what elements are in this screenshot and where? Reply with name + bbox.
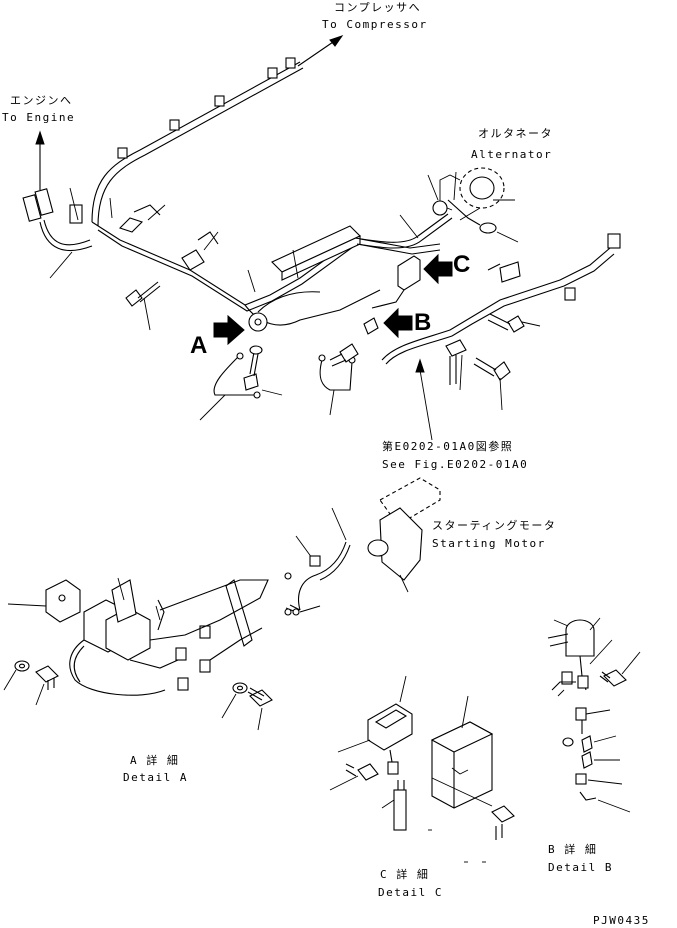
see-fig-label-en: See Fig.E0202-01A0 [382, 458, 528, 471]
engine-label-en: To Engine [2, 111, 75, 124]
callout-a-arrow [213, 314, 245, 346]
figure-code: PJW0435 [593, 914, 650, 927]
detail-b [547, 617, 641, 813]
alternator-label-en: Alternator [471, 148, 552, 161]
detail-b-label-jp: B 詳 細 [548, 842, 597, 856]
detail-a-label-jp: A 詳 細 [130, 753, 179, 767]
detail-c [329, 675, 515, 863]
bolt-icon [329, 343, 359, 367]
callout-b-letter: B [414, 309, 431, 336]
to-compressor-arrow [297, 35, 344, 67]
relay-box-c [371, 255, 421, 309]
starting-motor [284, 477, 441, 613]
detail-a-label-en: Detail A [123, 771, 188, 784]
detail-c-label-jp: C 詳 細 [380, 867, 429, 881]
bolt-icon [491, 805, 515, 840]
detail-a [3, 577, 321, 731]
compressor-label-en: To Compressor [322, 18, 428, 31]
bolt-icon [599, 669, 627, 687]
starting-motor-label-en: Starting Motor [432, 537, 546, 550]
starting-motor-label-jp: スターティングモータ [432, 518, 556, 532]
engine-label-jp: エンジンへ [10, 94, 73, 107]
alternator [432, 167, 519, 243]
callout-a-letter: A [190, 332, 207, 359]
callout-b-arrow [383, 307, 413, 339]
bolt-icon [363, 317, 379, 335]
bolt-icon [487, 313, 525, 333]
detail-c-label-en: Detail C [378, 886, 443, 899]
compressor-label-jp: コンプレッサへ [334, 1, 421, 14]
bolt-icon [473, 357, 511, 381]
washer-icon [232, 682, 248, 694]
detail-b-label-en: Detail B [548, 861, 613, 874]
washer-icon [14, 660, 30, 672]
bolt-icon [345, 763, 379, 781]
leader-lines-main [49, 171, 541, 441]
see-fig-label-jp: 第E0202-01A0図参照 [382, 439, 513, 453]
bolt-icon [125, 281, 161, 307]
alternator-label-jp: オルタネータ [478, 127, 553, 140]
bolt-icon [243, 345, 263, 391]
bolt-icon [247, 687, 273, 707]
main-wiring-harness [22, 57, 621, 365]
callout-c-letter: C [453, 251, 470, 278]
bolts-main [125, 281, 525, 391]
bolt-icon [35, 665, 59, 690]
callout-c-arrow [423, 253, 453, 285]
to-engine-arrow [35, 130, 45, 190]
